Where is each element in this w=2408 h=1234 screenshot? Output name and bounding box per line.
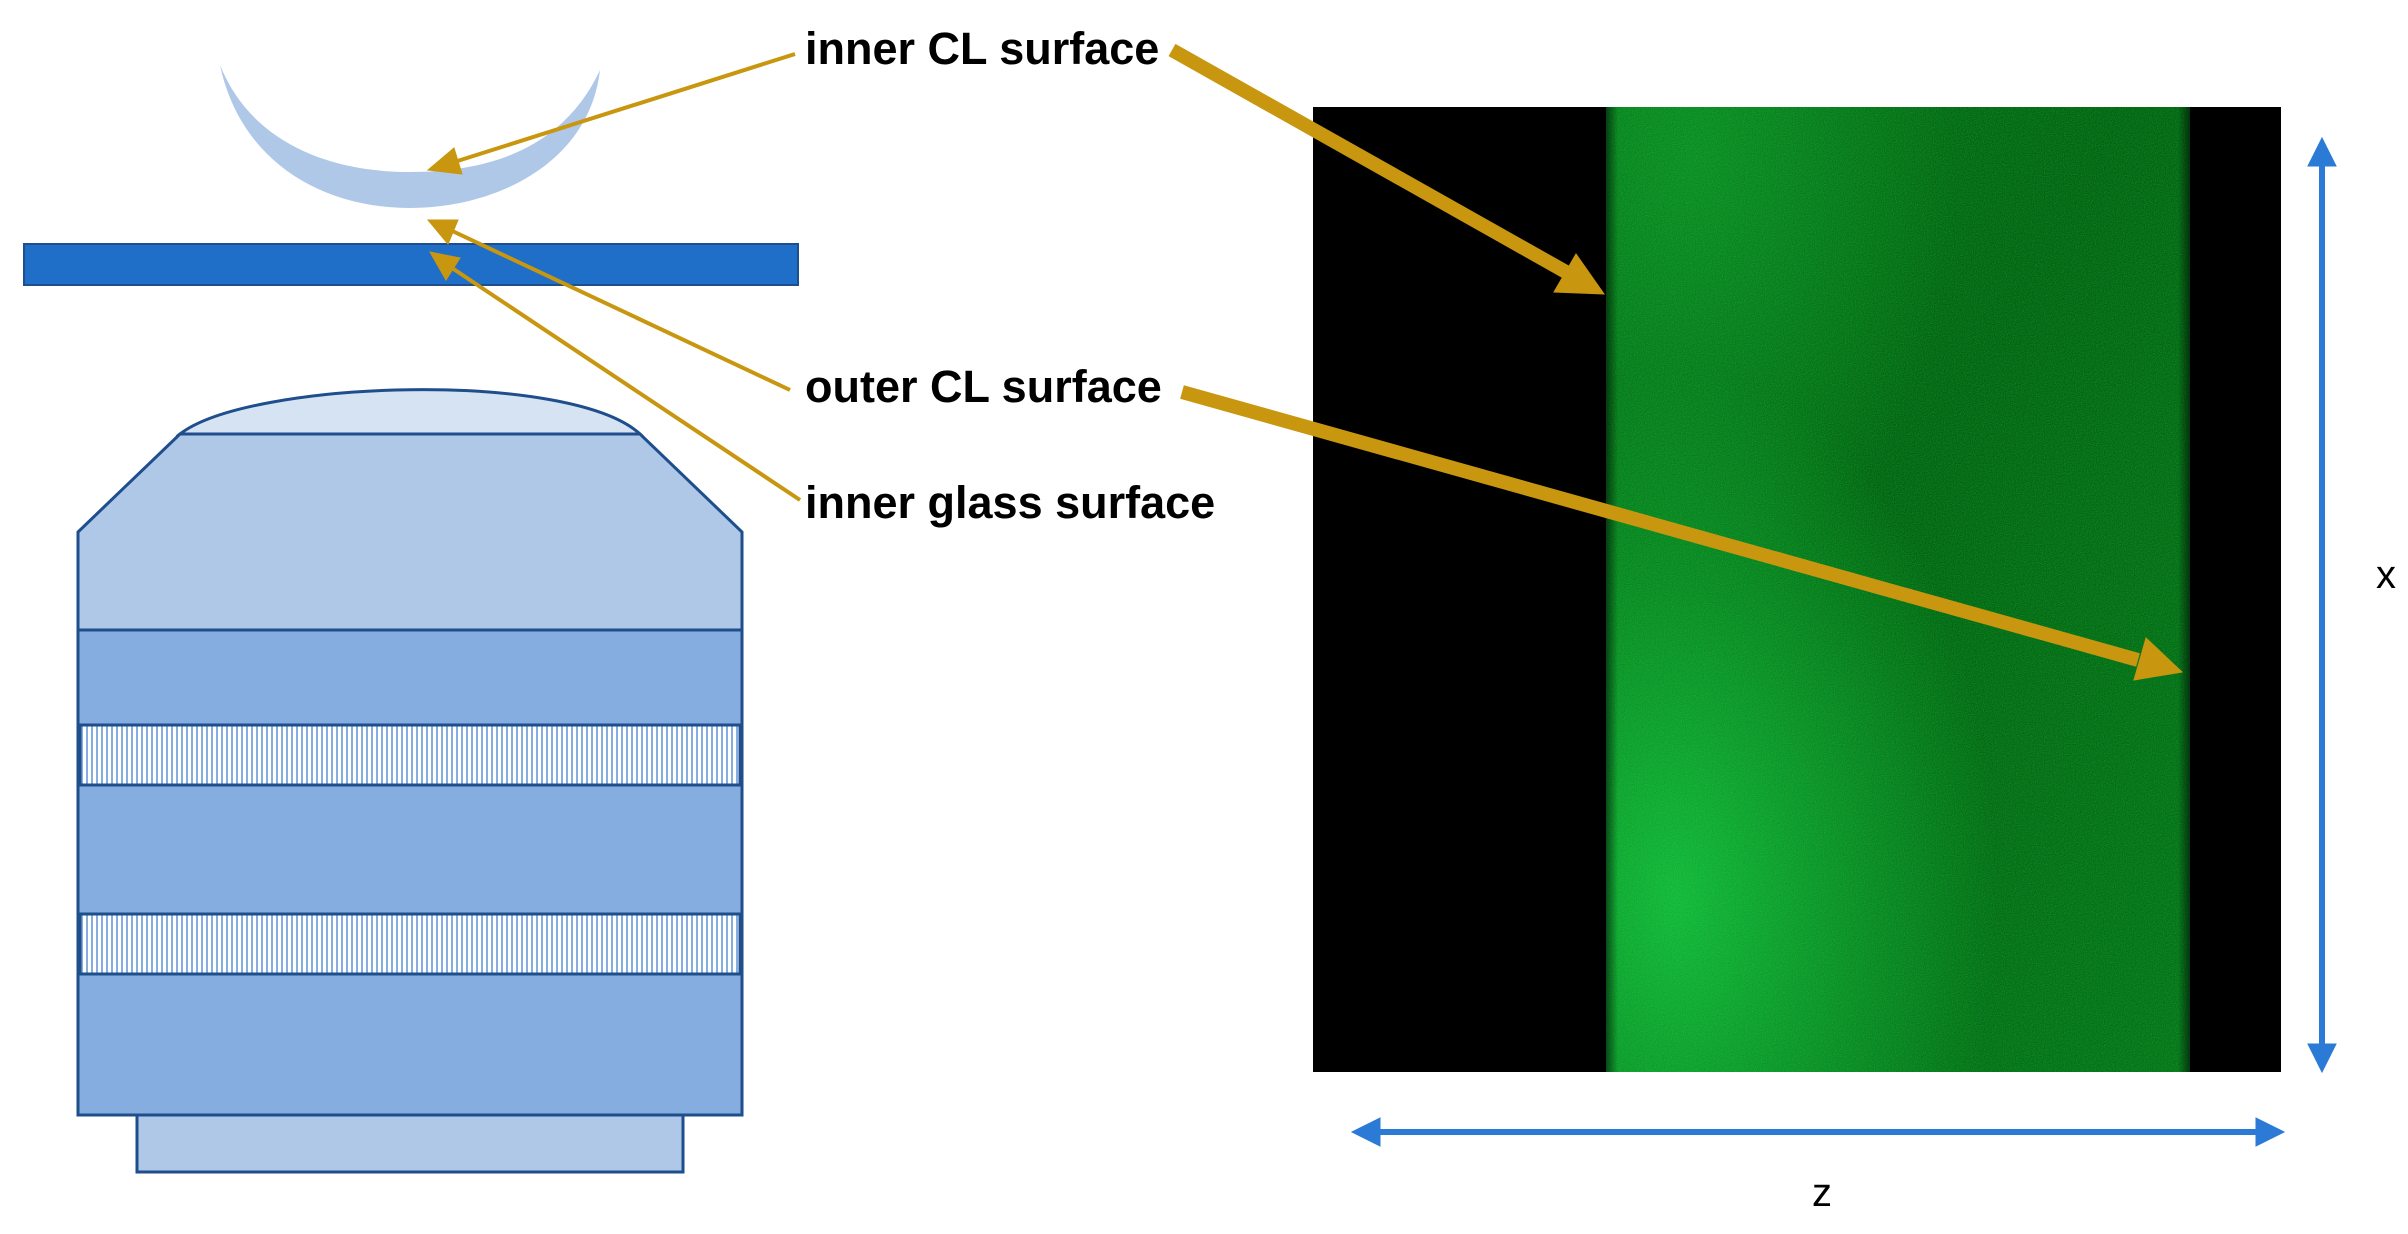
label-outer-cl-surface: outer CL surface xyxy=(805,361,1162,412)
label-inner-glass-surface: inner glass surface xyxy=(805,477,1215,528)
objective-front-lens xyxy=(175,388,644,436)
objective-knurl-band-upper xyxy=(78,723,742,787)
x-axis-arrow xyxy=(2307,136,2337,1074)
label-inner-cl-surface: inner CL surface xyxy=(805,23,1159,74)
x-axis-label: x xyxy=(2376,553,2396,597)
glass-slide xyxy=(23,243,799,286)
z-axis-arrow xyxy=(1350,1117,2286,1147)
contact-lens-icon xyxy=(220,65,600,208)
z-axis-label: z xyxy=(1812,1171,1832,1215)
objective-body xyxy=(76,628,744,1117)
annotation-arrows-left xyxy=(426,52,802,502)
fluorescence-image xyxy=(1313,107,2281,1072)
objective-top-section xyxy=(76,432,744,632)
objective-thread xyxy=(135,1113,685,1174)
objective-knurl-band-lower xyxy=(78,912,742,976)
annotation-arrows-right xyxy=(1168,43,2184,681)
